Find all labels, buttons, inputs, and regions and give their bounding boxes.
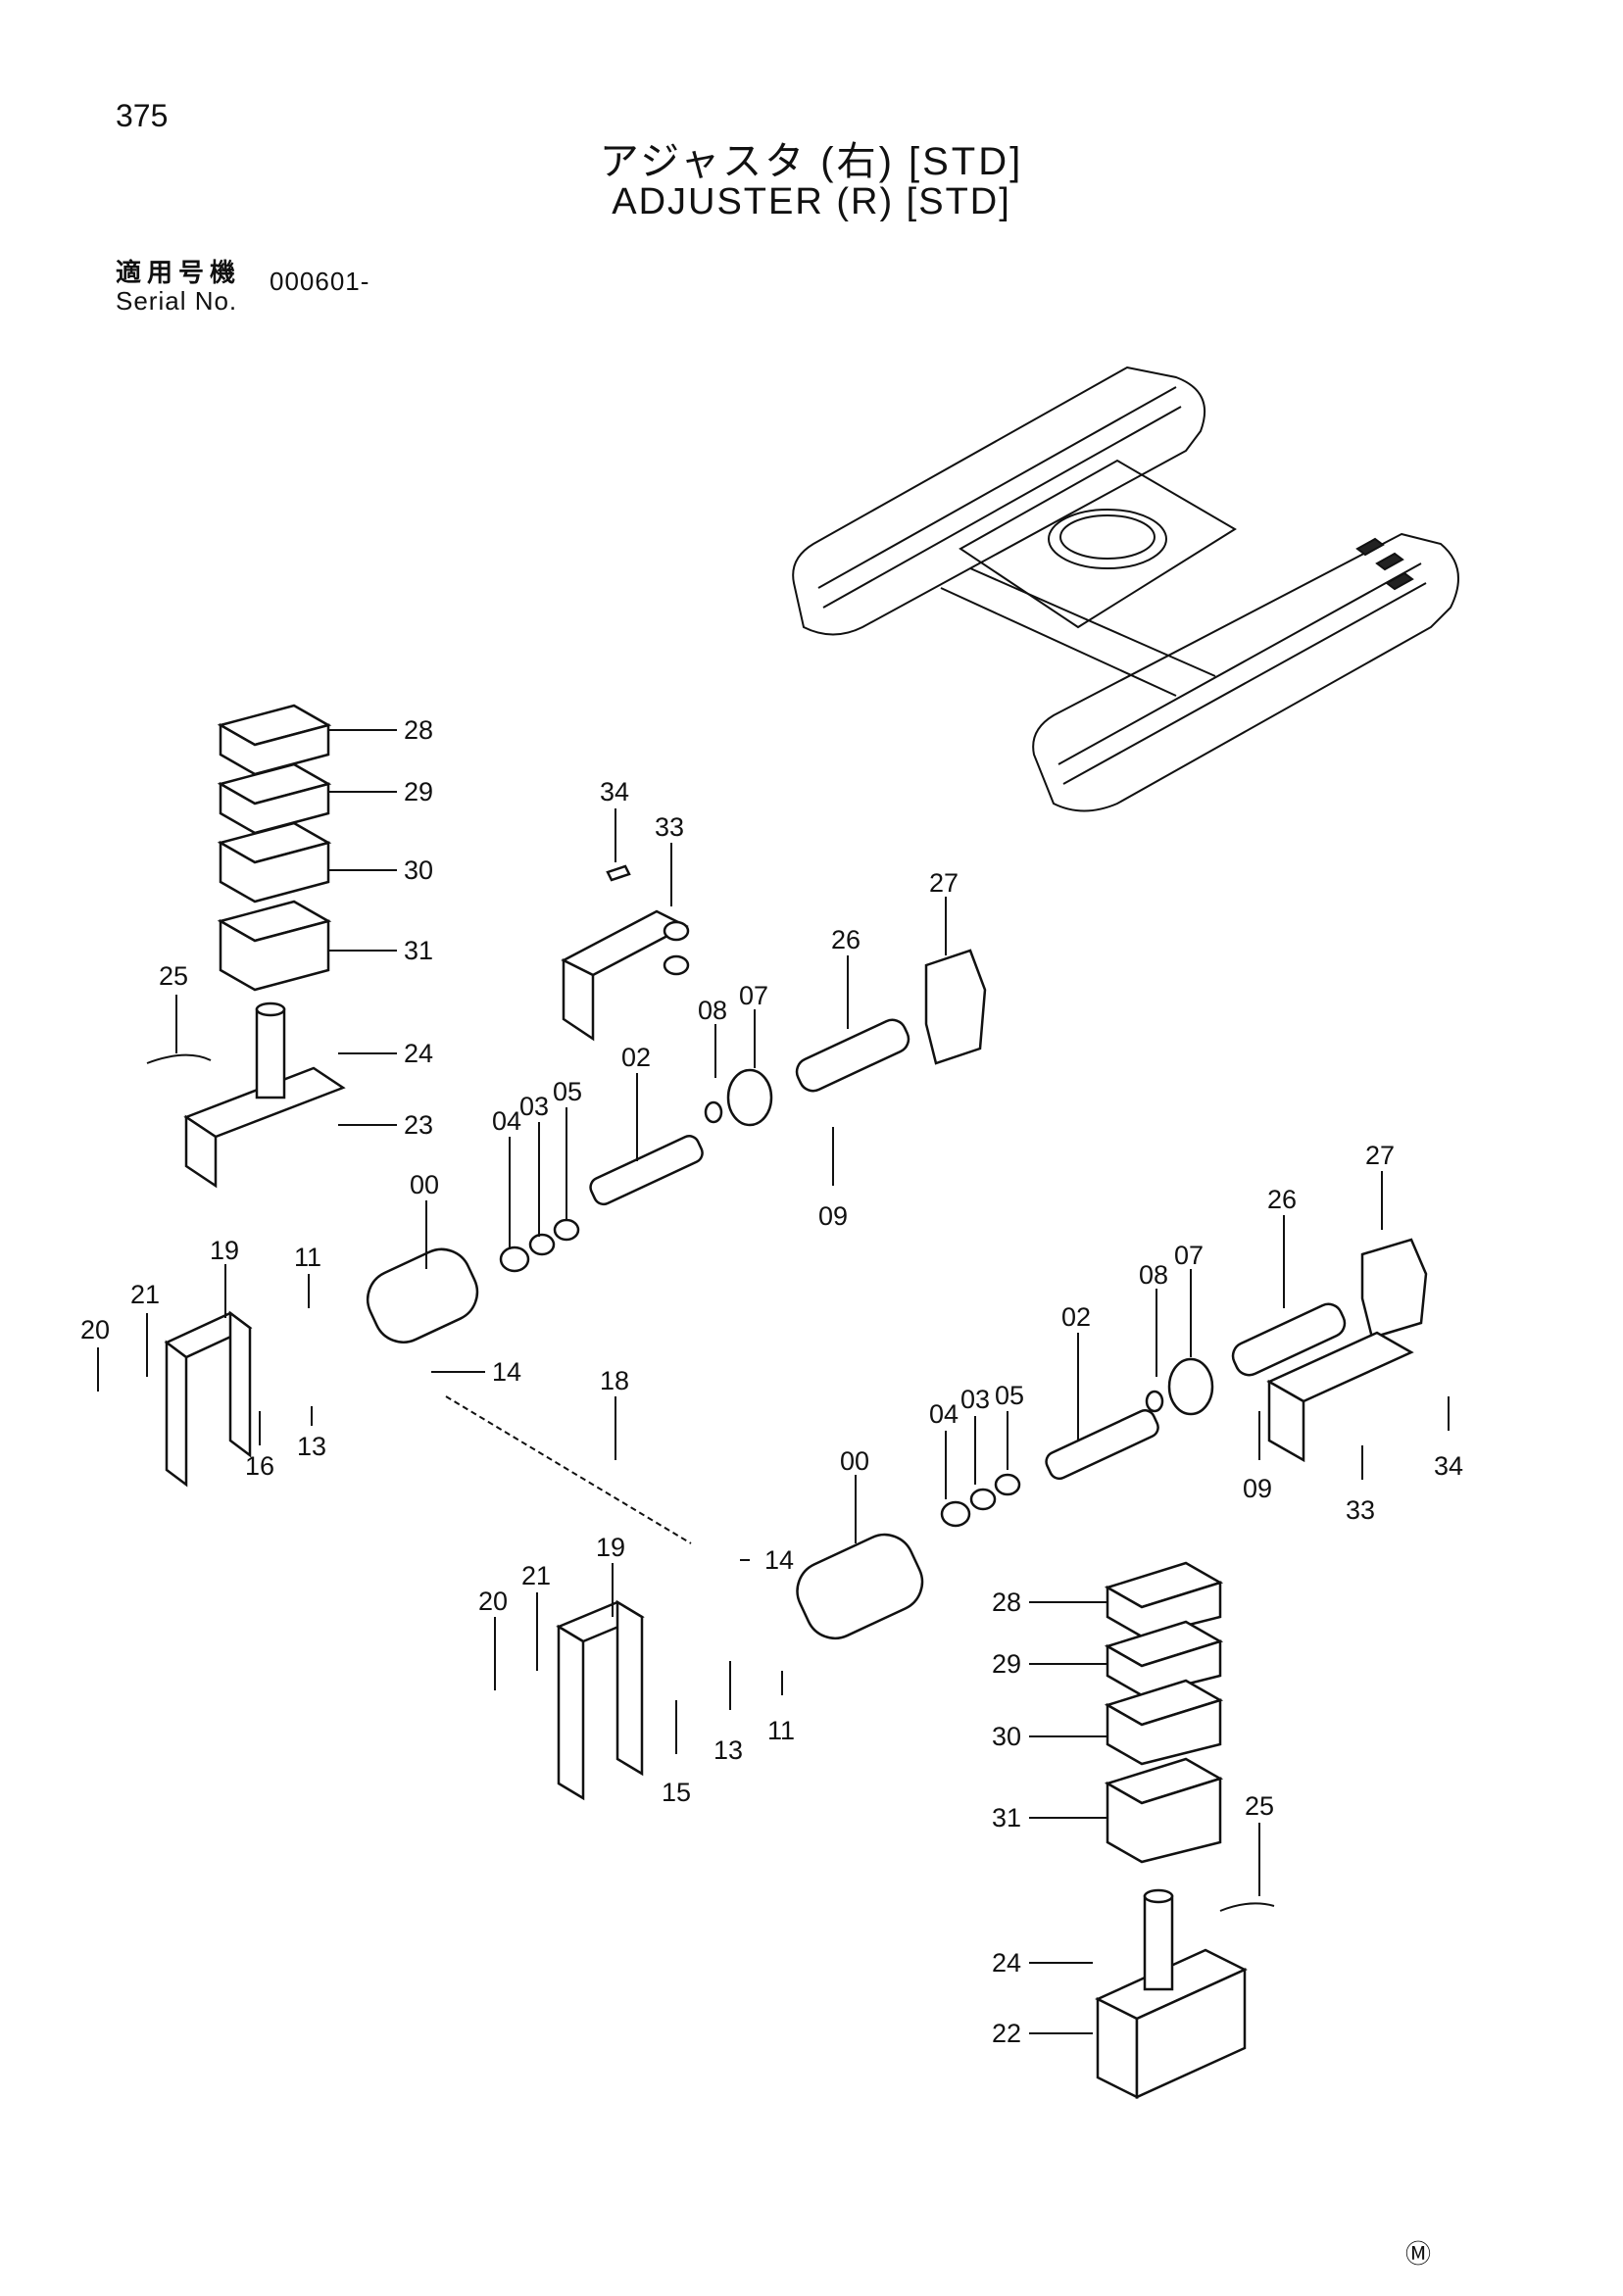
callout-label: 11 <box>294 1243 321 1272</box>
callout-label: 11 <box>767 1716 795 1745</box>
callout-label: 04 <box>492 1106 521 1136</box>
callout-label: 02 <box>1061 1302 1091 1332</box>
callout-label: 21 <box>130 1280 160 1309</box>
serial-number-value: 000601- <box>270 267 370 296</box>
shim-stack-right <box>1104 1561 1224 1864</box>
callout-label: 18 <box>600 1366 629 1395</box>
callout-label: 05 <box>553 1077 582 1106</box>
serial-label: Serial No. <box>116 286 238 316</box>
callout-label: 34 <box>1434 1451 1463 1481</box>
callout-label: 27 <box>929 868 959 898</box>
callout-label: 26 <box>831 925 861 954</box>
callout-label: 30 <box>404 855 433 885</box>
callout-label: 34 <box>600 777 629 806</box>
callout-label: 09 <box>818 1201 848 1231</box>
undercarriage-frame-illustration <box>792 366 1459 812</box>
bracket-lower-22 <box>1095 1888 1275 2100</box>
callout-label: 26 <box>1267 1185 1297 1214</box>
callout-label: 29 <box>404 777 433 806</box>
callout-label: 27 <box>1365 1141 1395 1170</box>
callout-label: 19 <box>210 1236 239 1265</box>
callout-label: 02 <box>621 1043 651 1072</box>
callout-label: 03 <box>519 1092 549 1121</box>
callout-label: 08 <box>698 996 727 1025</box>
callout-label: 14 <box>492 1357 521 1387</box>
callout-label: 19 <box>596 1533 625 1562</box>
callout-label: 07 <box>1174 1241 1204 1270</box>
callout-label: 25 <box>1245 1791 1274 1821</box>
callout-label: 29 <box>992 1649 1021 1679</box>
callout-label: 22 <box>992 2019 1021 2048</box>
callout-label: 15 <box>662 1778 691 1807</box>
callout-label: 09 <box>1243 1474 1272 1503</box>
callout-label: 05 <box>995 1381 1024 1410</box>
page-title-japanese: アジャスタ (右) [STD] <box>599 140 1024 183</box>
callout-label: 24 <box>404 1039 433 1068</box>
adjuster-assembly-lower <box>796 1238 1428 1639</box>
callout-label: 07 <box>739 981 768 1010</box>
callout-label: 24 <box>992 1948 1021 1978</box>
bracket-left-23 <box>146 1001 346 1189</box>
callout-label: 33 <box>655 812 684 842</box>
bracket-left-19 <box>164 1310 253 1488</box>
callout-label: 03 <box>960 1385 990 1414</box>
callout-label: 25 <box>159 961 188 991</box>
hose-18 <box>445 1395 692 1544</box>
callout-label: 14 <box>764 1545 794 1575</box>
adjuster-assembly-upper <box>366 949 987 1343</box>
callout-label: 20 <box>80 1315 110 1344</box>
callout-label: 16 <box>245 1451 274 1481</box>
bracket-lower-19 <box>556 1599 645 1801</box>
callout-label: 31 <box>404 936 433 965</box>
callout-label: 30 <box>992 1722 1021 1751</box>
callout-label: 13 <box>713 1735 743 1765</box>
callout-label: 08 <box>1139 1260 1168 1290</box>
callout-label: 00 <box>840 1446 869 1476</box>
bracket-upper-33 <box>561 864 690 1042</box>
callout-label: 28 <box>992 1588 1021 1617</box>
callout-label: 00 <box>410 1170 439 1199</box>
callout-label: 04 <box>929 1399 959 1429</box>
callout-label: 21 <box>521 1561 551 1590</box>
shim-stack-left <box>217 704 332 992</box>
callout-label: 31 <box>992 1803 1021 1832</box>
callout-label: 13 <box>297 1432 326 1461</box>
callout-label: 33 <box>1346 1495 1375 1525</box>
manual-mark: Ⓜ <box>1405 2239 1432 2269</box>
callout-labels: 28 29 30 31 25 24 23 34 33 27 26 07 08 0… <box>80 715 1463 2048</box>
page-title-english: ADJUSTER (R) [STD] <box>612 181 1011 222</box>
page-number: 375 <box>116 98 169 133</box>
callout-label: 20 <box>478 1587 508 1616</box>
callout-label: 28 <box>404 715 433 745</box>
callout-label: 23 <box>404 1110 433 1140</box>
serial-label-japanese: 適用号機 <box>116 258 242 287</box>
